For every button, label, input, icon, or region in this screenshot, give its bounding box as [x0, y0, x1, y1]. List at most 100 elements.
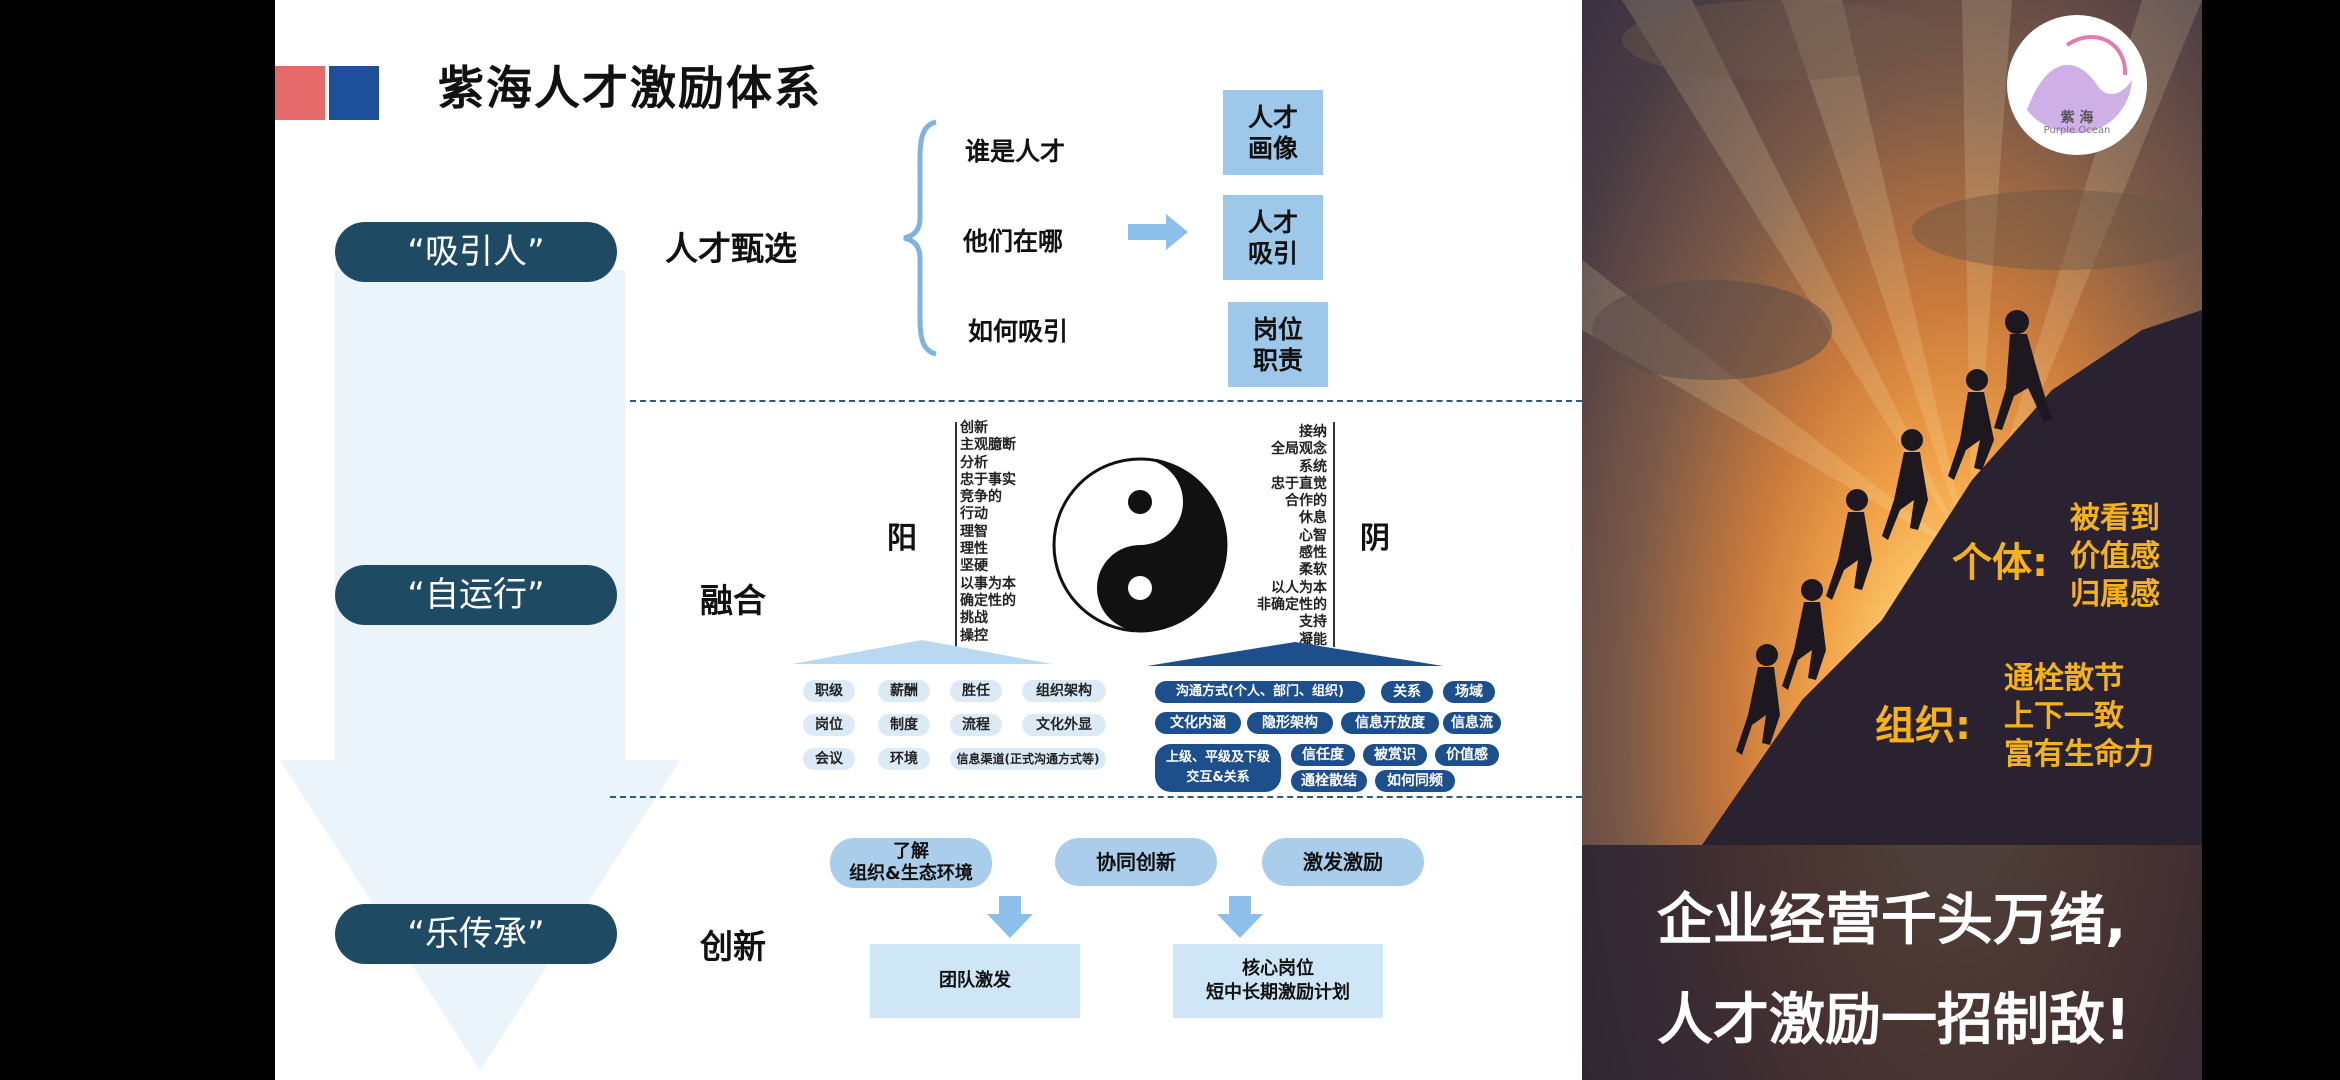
yin-word: 柔软	[1299, 562, 1327, 579]
yin-word: 休息	[1299, 510, 1327, 527]
yin-word: 以人为本	[1271, 579, 1327, 596]
yang-tag: 信息渠道(正式沟通方式等)	[950, 748, 1106, 770]
slogan-line-1: 企业经营千头万绪,	[1657, 888, 2127, 953]
yang-divider-line	[955, 422, 957, 647]
yang-platform	[792, 640, 1052, 664]
yin-tag: 文化内涵	[1155, 712, 1241, 734]
yang-word: 忠于事实	[960, 471, 1016, 488]
yang-label: 阳	[887, 521, 917, 556]
stage-pill-inherit: “乐传承”	[335, 904, 617, 964]
individual-list: 被看到 价值感 归属感	[2070, 501, 2160, 612]
yang-tag: 会议	[803, 748, 855, 770]
yin-tag: 信任度	[1291, 744, 1355, 766]
yin-tag: 信息流	[1443, 712, 1501, 734]
yang-tag: 组织架构	[1022, 680, 1106, 702]
slogan-overlay: 企业经营千头万绪, 人才激励一招制敌!	[1582, 845, 2202, 1080]
yang-tag: 职级	[803, 680, 855, 702]
logo-en-text: Purple Ocean	[2043, 125, 2111, 136]
oval-co-innovation: 协同创新	[1055, 838, 1217, 886]
downward-arrow-icon	[280, 270, 680, 1070]
yin-tag: 被赏识	[1363, 744, 1427, 766]
sunset-climbing-photo: 紫 海 Purple Ocean 个体: 被看到 价值感 归属感 组织: 通栓散…	[1582, 0, 2202, 1080]
stage-pill-attract: “吸引人”	[335, 222, 617, 282]
yin-tag: 沟通方式(个人、部门、组织)	[1155, 681, 1365, 703]
heading-fusion: 融合	[700, 581, 766, 620]
yin-tag: 价值感	[1435, 744, 1499, 766]
divider-bottom	[610, 796, 1582, 798]
yin-tag: 关系	[1381, 681, 1433, 703]
blue-square-decoration	[329, 66, 379, 120]
yang-tag: 文化外显	[1022, 714, 1106, 736]
yang-tag: 环境	[878, 748, 930, 770]
yin-word: 非确定性的	[1257, 596, 1327, 613]
sun-rays-decoration	[1582, 0, 2202, 845]
yin-word: 支持	[1299, 614, 1327, 631]
yang-word: 竞争的	[960, 489, 1002, 506]
oval-understand-org: 了解组织&生态环境	[830, 838, 992, 888]
yin-platform	[1147, 642, 1443, 666]
yang-tag: 制度	[878, 714, 930, 736]
yang-tag: 胜任	[950, 680, 1002, 702]
yang-word: 挑战	[960, 610, 988, 627]
yin-word: 忠于直觉	[1271, 475, 1327, 492]
stage-pill-operate: “自运行”	[335, 565, 617, 625]
yang-word: 理智	[960, 523, 988, 540]
yang-word: 坚硬	[960, 558, 988, 575]
yang-word: 主观臆断	[960, 437, 1016, 454]
org-list: 通栓散节 上下一致 富有生命力	[2004, 661, 2154, 772]
yang-word: 分析	[960, 454, 988, 471]
yang-word: 理性	[960, 541, 988, 558]
yin-word: 接纳	[1299, 424, 1327, 440]
red-square-decoration	[275, 66, 325, 120]
divider-top	[630, 400, 1582, 402]
slide: 紫海人才激励体系 “吸引人” “自运行” “乐传承” 人才甄选 融合 创新 谁是…	[275, 0, 1582, 1080]
yin-yang-icon	[1052, 457, 1228, 633]
yin-tag: 如何同频	[1375, 770, 1455, 792]
box-core-positions: 核心岗位短中长期激励计划	[1173, 944, 1383, 1018]
slogan-line-2: 人才激励一招制敌!	[1657, 988, 2131, 1053]
yin-label: 阴	[1360, 521, 1390, 556]
yang-word: 以事为本	[960, 575, 1016, 592]
box-team-motivation: 团队激发	[870, 944, 1080, 1018]
yin-tag: 信息开放度	[1341, 712, 1439, 734]
question-how: 如何吸引	[968, 317, 1069, 346]
yang-word: 创新	[960, 420, 988, 436]
yang-word: 行动	[960, 506, 988, 523]
right-arrow-icon	[1128, 214, 1188, 250]
curly-brace-icon	[903, 119, 937, 357]
yin-word: 合作的	[1285, 493, 1327, 510]
wave-logo-icon	[2027, 34, 2132, 133]
slide-title: 紫海人才激励体系	[438, 61, 822, 115]
heading-selection: 人才甄选	[665, 229, 797, 268]
down-arrow-icon	[1217, 896, 1263, 938]
org-label: 组织:	[1875, 703, 1971, 749]
yin-tag: 隐形架构	[1247, 712, 1333, 734]
yin-tag: 场域	[1443, 681, 1495, 703]
yin-word-list: 接纳全局观念系统忠于直觉合作的休息心智感性柔软以人为本非确定性的支持凝能	[1205, 424, 1327, 649]
yin-word: 凝能	[1299, 631, 1327, 648]
box-job-duties: 岗位职责	[1228, 302, 1328, 387]
yang-tag: 薪酬	[878, 680, 930, 702]
yang-tag: 流程	[950, 714, 1002, 736]
box-talent-portrait: 人才画像	[1223, 90, 1323, 175]
yin-divider-line	[1333, 422, 1335, 647]
yang-word: 操控	[960, 627, 988, 644]
question-where: 他们在哪	[963, 227, 1064, 256]
heading-innovation: 创新	[700, 927, 766, 966]
yin-tag-relations: 上级、平级及下级交互&关系	[1155, 744, 1281, 792]
purple-ocean-logo: 紫 海 Purple Ocean	[2007, 15, 2147, 155]
box-talent-attraction: 人才吸引	[1223, 195, 1323, 280]
individual-label: 个体:	[1952, 540, 2048, 586]
yang-word: 确定性的	[960, 592, 1016, 609]
yin-word: 系统	[1299, 458, 1327, 475]
logo-cn-text: 紫 海	[2060, 110, 2094, 126]
yin-word: 全局观念	[1271, 441, 1327, 458]
yin-word: 感性	[1299, 545, 1327, 562]
yin-word: 心智	[1299, 527, 1327, 544]
yang-word-list: 创新主观臆断分析忠于事实竞争的行动理智理性坚硬以事为本确定性的挑战操控	[960, 420, 1016, 645]
question-who: 谁是人才	[965, 137, 1066, 166]
yin-tag: 通栓散结	[1291, 770, 1367, 792]
oval-motivation: 激发激励	[1262, 838, 1424, 886]
yang-tag: 岗位	[803, 714, 855, 736]
down-arrow-icon	[987, 896, 1033, 938]
